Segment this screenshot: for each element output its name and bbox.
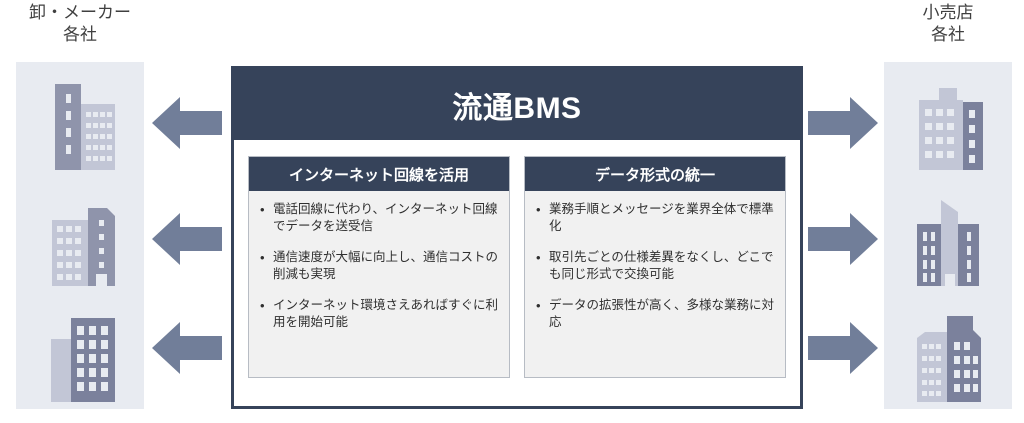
card-list: インターネット回線を活用 電話回線に代わり、インターネット回線でデータを送受信 … — [234, 140, 800, 378]
arrow-left-3 — [150, 318, 224, 378]
office-building-icon — [917, 200, 979, 286]
arrow-left-1 — [150, 93, 224, 153]
right-side-column: 小売店 各社 — [884, 0, 1012, 423]
arrow-left-2 — [150, 209, 224, 269]
card-body: 電話回線に代わり、インターネット回線でデータを送受信 通信速度が大幅に向上し、通… — [249, 191, 509, 331]
office-building-icon — [55, 84, 115, 170]
arrow-right-icon — [808, 213, 878, 265]
right-building-2 — [884, 178, 1012, 293]
list-item: データの拡張性が高く、多様な業務に対応 — [534, 297, 776, 331]
list-item: 通信速度が大幅に向上し、通信コストの削減も実現 — [258, 249, 500, 283]
left-building-2 — [16, 178, 144, 293]
card-header: データ形式の統一 — [525, 157, 785, 191]
office-building-icon — [919, 88, 983, 170]
arrow-right-3 — [806, 318, 880, 378]
arrow-right-2 — [806, 209, 880, 269]
arrow-left-icon — [152, 322, 222, 374]
office-building-icon — [51, 318, 115, 402]
office-building-icon — [917, 316, 981, 402]
center-header: 流通BMS — [234, 69, 800, 140]
arrow-left-icon — [152, 97, 222, 149]
arrow-right-1 — [806, 93, 880, 153]
list-item: 電話回線に代わり、インターネット回線でデータを送受信 — [258, 201, 500, 235]
arrow-right-icon — [808, 97, 878, 149]
card-body: 業務手順とメッセージを業界全体で標準化 取引先ごとの仕様差異をなくし、どこでも同… — [525, 191, 785, 331]
left-side-column: 卸・メーカー 各社 — [16, 0, 144, 423]
card-title: インターネット回線を活用 — [288, 166, 469, 184]
right-building-3 — [884, 294, 1012, 409]
card-internet-line: インターネット回線を活用 電話回線に代わり、インターネット回線でデータを送受信 … — [248, 156, 510, 378]
left-building-3 — [16, 294, 144, 409]
card-header: インターネット回線を活用 — [249, 157, 509, 191]
arrow-left-icon — [152, 213, 222, 265]
list-item: 取引先ごとの仕様差異をなくし、どこでも同じ形式で交換可能 — [534, 249, 776, 283]
center-panel: 流通BMS インターネット回線を活用 電話回線に代わり、インターネット回線でデー… — [231, 66, 803, 409]
card-title: データ形式の統一 — [594, 166, 715, 184]
card-data-format: データ形式の統一 業務手順とメッセージを業界全体で標準化 取引先ごとの仕様差異を… — [524, 156, 786, 378]
list-item: 業務手順とメッセージを業界全体で標準化 — [534, 201, 776, 235]
left-building-1 — [16, 62, 144, 177]
office-building-icon — [52, 208, 115, 286]
right-side-label: 小売店 各社 — [922, 3, 974, 44]
left-side-label: 卸・メーカー 各社 — [29, 3, 131, 44]
arrow-right-icon — [808, 322, 878, 374]
list-item: インターネット環境さえあればすぐに利用を開始可能 — [258, 297, 500, 331]
right-building-1 — [884, 62, 1012, 177]
page-title: 流通BMS — [452, 91, 582, 125]
